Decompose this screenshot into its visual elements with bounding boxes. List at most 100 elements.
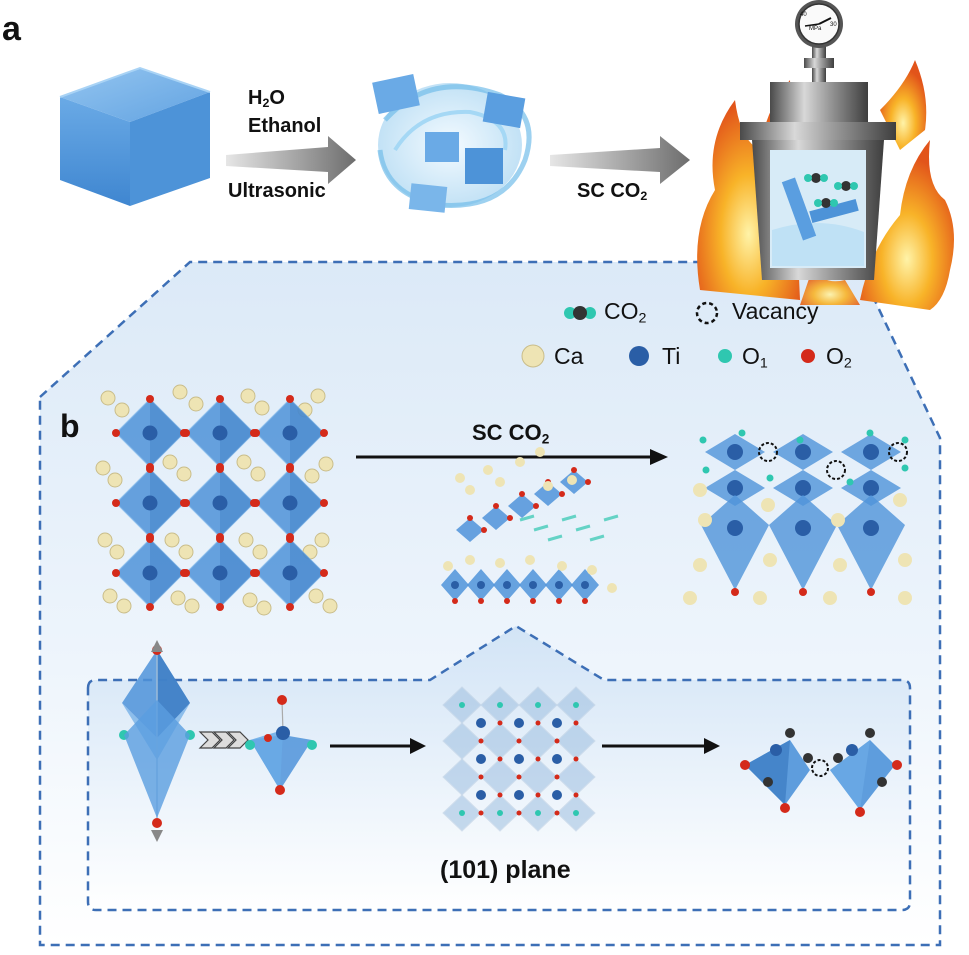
o1-atom xyxy=(702,466,710,474)
ti-atom xyxy=(451,581,459,589)
o1-atom xyxy=(535,810,541,816)
o2-atom xyxy=(452,598,458,604)
co2-molecule xyxy=(561,514,577,522)
o2-atom xyxy=(554,810,560,816)
ca-atom xyxy=(102,588,118,604)
o2-atom xyxy=(554,774,560,780)
o2-atom xyxy=(556,598,562,604)
o2-atom xyxy=(497,792,503,798)
ti-atom xyxy=(212,495,228,511)
ti-atom xyxy=(795,520,811,536)
o2-atom xyxy=(252,499,260,507)
ca-atom xyxy=(831,513,845,527)
o2-atom xyxy=(478,774,484,780)
ca-atom xyxy=(236,454,252,470)
ca-atom xyxy=(256,600,272,616)
o2-atom xyxy=(535,720,541,726)
o2-atom xyxy=(504,598,510,604)
o1-atom xyxy=(573,810,579,816)
ti-atom xyxy=(727,444,743,460)
ti-atom xyxy=(142,565,158,581)
ca-atom xyxy=(254,400,270,416)
ca-atom xyxy=(238,532,254,548)
octahedron-face xyxy=(150,399,184,467)
ca-atom xyxy=(823,591,837,605)
vacancy-octahedra-pair xyxy=(740,728,902,817)
ca-atom xyxy=(314,532,330,548)
ti-atom xyxy=(727,520,743,536)
ca-atom xyxy=(567,475,577,485)
o2-atom xyxy=(112,499,120,507)
octahedron xyxy=(701,495,769,590)
o1-atom xyxy=(738,429,746,437)
ti-atom xyxy=(212,425,228,441)
ca-atom xyxy=(308,588,324,604)
o2-atom xyxy=(182,569,190,577)
o2-atom xyxy=(571,467,577,473)
octahedron-stretch xyxy=(119,640,195,842)
legend-co2-icon xyxy=(564,306,596,320)
vacancy-site xyxy=(758,442,778,462)
ti-atom xyxy=(795,444,811,460)
o2-atom xyxy=(182,429,190,437)
perovskite-cube xyxy=(59,66,211,206)
o2-atom xyxy=(216,603,224,611)
o2-atom xyxy=(516,738,522,744)
ca-atom xyxy=(543,481,553,491)
o1-atom xyxy=(766,474,774,482)
o2-atom xyxy=(478,810,484,816)
ti-atom xyxy=(142,495,158,511)
o2-atom xyxy=(582,598,588,604)
ti-atom xyxy=(727,480,743,496)
ca-atom xyxy=(188,396,204,412)
co2-molecule xyxy=(519,514,535,522)
ca-atom xyxy=(178,544,194,560)
o2-atom xyxy=(516,774,522,780)
ca-atom xyxy=(455,473,465,483)
ca-atom xyxy=(310,388,326,404)
vacancy-site xyxy=(888,442,908,462)
ti-atom xyxy=(514,718,524,728)
o2-atom xyxy=(146,603,154,611)
ca-atom xyxy=(753,591,767,605)
ca-atom xyxy=(483,465,493,475)
ca-atom xyxy=(322,598,338,614)
co2-molecule xyxy=(547,534,563,542)
octahedron-face xyxy=(220,469,254,537)
ti-atom xyxy=(477,581,485,589)
octahedron-face xyxy=(220,399,254,467)
ca-atom xyxy=(693,483,707,497)
o2-atom xyxy=(320,429,328,437)
octahedron-face xyxy=(290,539,324,607)
o2-atom xyxy=(497,756,503,762)
exfoliating-layers xyxy=(441,447,619,604)
ca-atom xyxy=(587,565,597,575)
o2-atom xyxy=(286,465,294,473)
o1-atom xyxy=(497,702,503,708)
ti-atom xyxy=(581,581,589,589)
o2-atom xyxy=(481,527,487,533)
o2-atom xyxy=(252,569,260,577)
ca-atom xyxy=(763,553,777,567)
ca-atom xyxy=(170,590,186,606)
legend-ca-icon xyxy=(521,344,545,368)
ultrasonic-label: Ultrasonic xyxy=(228,180,326,202)
o2-atom xyxy=(573,720,579,726)
ca-atom xyxy=(304,468,320,484)
o2-atom xyxy=(146,395,154,403)
legend-o2-icon xyxy=(801,349,815,363)
ca-atom xyxy=(698,513,712,527)
o2-atom xyxy=(216,395,224,403)
ca-atom xyxy=(898,591,912,605)
octahedron xyxy=(769,495,837,590)
ca-atom xyxy=(525,555,535,565)
ca-atom xyxy=(100,390,116,406)
octahedron-face xyxy=(290,399,324,467)
o1-atom xyxy=(535,702,541,708)
ca-atom xyxy=(109,544,125,560)
o2-atom xyxy=(554,738,560,744)
octahedron xyxy=(534,482,562,506)
ca-atom xyxy=(443,561,453,571)
